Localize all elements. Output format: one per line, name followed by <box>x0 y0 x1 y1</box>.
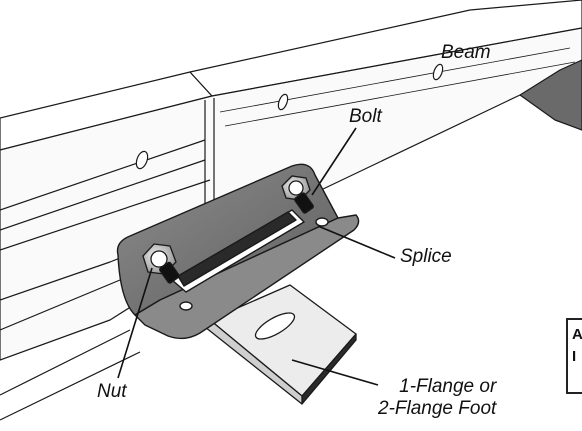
bolt <box>281 175 314 214</box>
label-flange-foot: 1-Flange or 2-Flange Foot <box>378 376 496 420</box>
leader-splice <box>317 225 396 259</box>
label-nut: Nut <box>97 381 127 402</box>
leader-lines <box>117 127 396 386</box>
label-flange-foot-line2: 2-Flange Foot <box>378 398 497 419</box>
splice-hole-right <box>315 217 329 227</box>
foot-slot <box>254 312 296 340</box>
label-bolt: Bolt <box>349 106 382 127</box>
cropped-note-box: A I <box>566 318 582 394</box>
label-beam: Beam <box>441 42 491 63</box>
leader-foot <box>291 359 379 386</box>
label-flange-foot-line1: 1-Flange or <box>399 376 497 397</box>
label-splice: Splice <box>400 246 452 267</box>
leader-bolt <box>311 127 357 196</box>
leader-nut <box>117 267 153 379</box>
splice-hole-left <box>179 301 193 311</box>
nut <box>142 243 180 284</box>
cropped-note-line1: A <box>572 326 582 343</box>
cropped-note-line2: I <box>572 348 577 365</box>
